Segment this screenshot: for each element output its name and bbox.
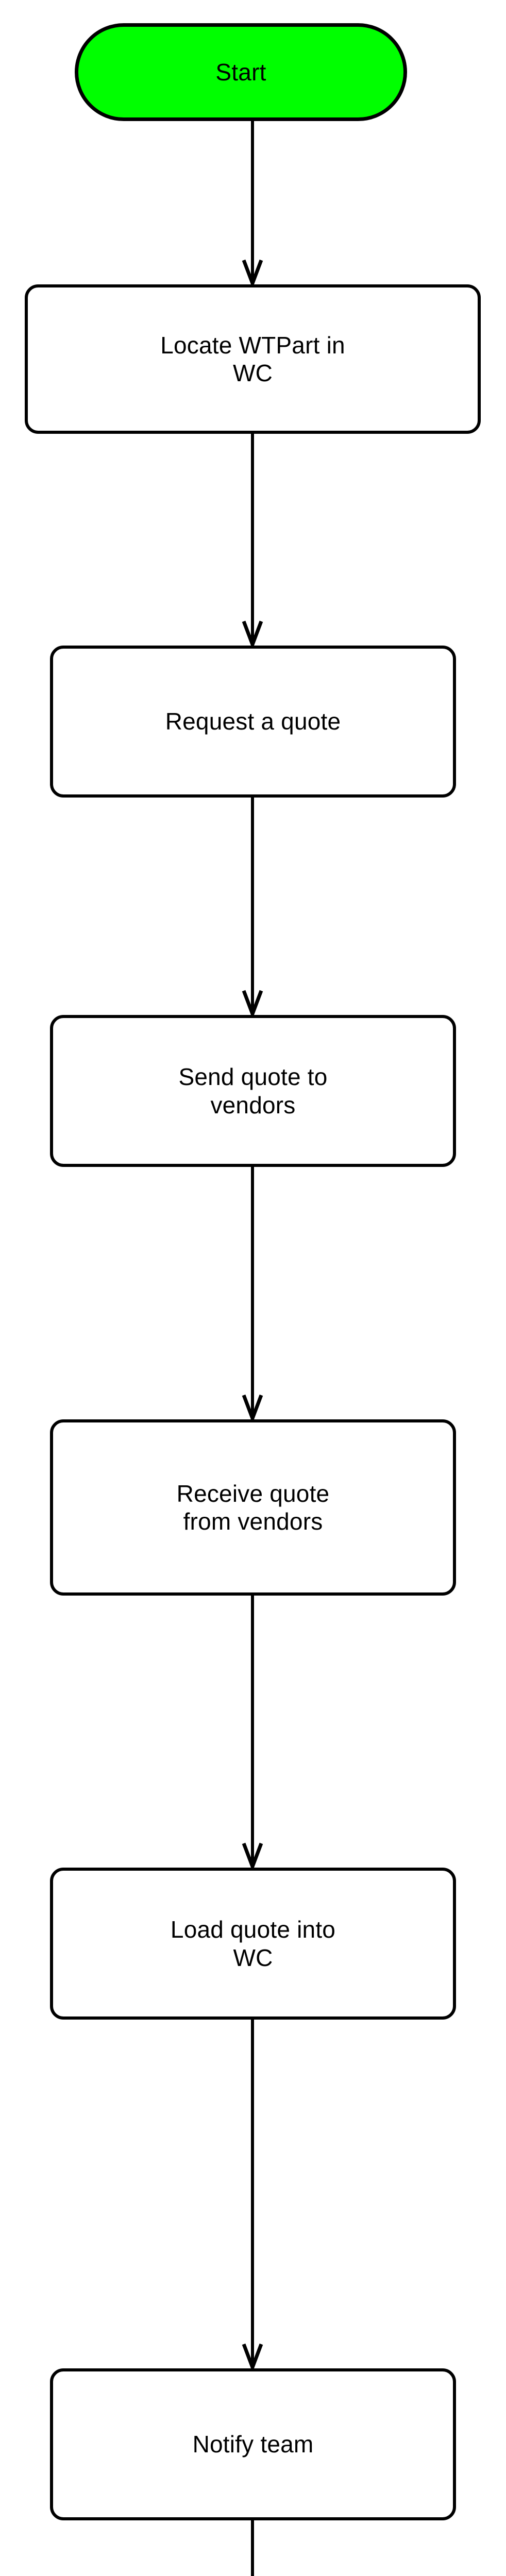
edge-arrowhead [242, 1394, 263, 1423]
node-locate-wtpart-in-wc-label: Locate WTPart in WC [160, 331, 345, 386]
node-load-quote-into-wc-label: Load quote into WC [170, 1916, 336, 1971]
edge-arrowhead [242, 620, 263, 650]
node-receive-quote-from-vendors-label: Receive quote from vendors [176, 1480, 330, 1535]
node-send-quote-to-vendors-label: Send quote to vendors [178, 1063, 328, 1118]
node-start-label: Start [215, 58, 266, 86]
node-request-a-quote-label: Request a quote [165, 708, 341, 735]
edge-arrowhead [242, 1842, 263, 1872]
edge-arrowhead [242, 2343, 263, 2372]
edge-arrowhead [242, 990, 263, 1019]
node-send-quote-to-vendors[interactable]: Send quote to vendors [50, 1015, 456, 1167]
node-notify-team-label: Notify team [192, 2431, 314, 2458]
node-notify-team[interactable]: Notify team [50, 2368, 456, 2520]
node-load-quote-into-wc[interactable]: Load quote into WC [50, 1868, 456, 2020]
node-request-a-quote[interactable]: Request a quote [50, 646, 456, 798]
edge-arrowhead [242, 259, 263, 289]
node-locate-wtpart-in-wc[interactable]: Locate WTPart in WC [25, 284, 481, 434]
node-receive-quote-from-vendors[interactable]: Receive quote from vendors [50, 1419, 456, 1596]
node-start[interactable]: Start [75, 23, 407, 121]
